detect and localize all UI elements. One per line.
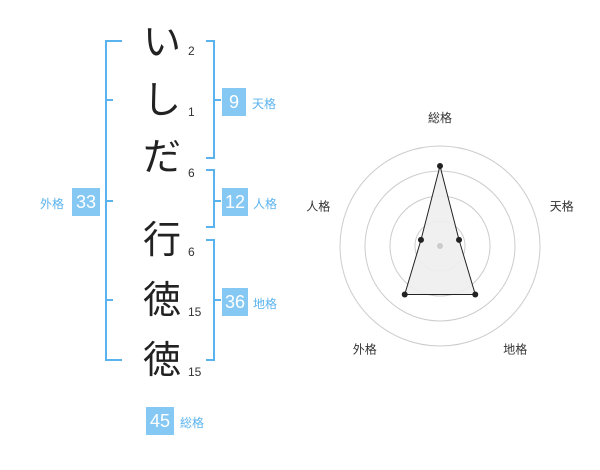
name-char-1: い (142, 20, 181, 64)
chikaku-value: 36 (222, 288, 248, 316)
jinkaku-bracket (206, 169, 215, 228)
name-char-3: だ (142, 135, 181, 179)
stroke-count-5: 15 (188, 305, 202, 319)
radar-point (456, 236, 463, 243)
name-char-5: 徳 (142, 278, 181, 322)
name-char-2: し (142, 78, 181, 122)
name-char-6: 徳 (142, 338, 181, 382)
radar-center (437, 243, 443, 249)
radar-point (417, 236, 424, 243)
tenkaku-value: 9 (222, 88, 246, 116)
radar-axis-label: 総格 (428, 110, 452, 125)
gaikaku-value: 33 (72, 188, 100, 216)
jinkaku-value: 12 (222, 188, 248, 216)
name-char-4: 行 (142, 218, 181, 262)
radar-polygon (404, 165, 476, 295)
tenkaku-bracket (206, 40, 215, 159)
radar-points (401, 163, 479, 298)
stroke-count-6: 15 (188, 365, 202, 379)
chikaku-label: 地格 (253, 297, 278, 311)
stroke-count-2: 1 (188, 105, 195, 119)
radar-axis-label: 地格 (503, 342, 527, 357)
stroke-count-1: 2 (188, 44, 195, 58)
radar-axis-label: 外格 (353, 342, 377, 357)
chikaku-bracket (206, 239, 215, 361)
stroke-count-4: 6 (188, 245, 195, 259)
radar-axis-label: 人格 (306, 198, 330, 213)
radar-point (401, 291, 408, 298)
gaikaku-label: 外格 (40, 197, 65, 211)
stroke-count-3: 6 (188, 166, 195, 180)
soukaku-value: 45 (146, 407, 174, 435)
radar-point (472, 291, 479, 298)
soukaku-label: 総格 (180, 416, 205, 430)
jinkaku-label: 人格 (253, 197, 278, 211)
radar-point (437, 163, 443, 169)
radar-axis-label: 天格 (550, 198, 574, 213)
tenkaku-label: 天格 (252, 97, 277, 111)
radar-ring (339, 145, 541, 347)
